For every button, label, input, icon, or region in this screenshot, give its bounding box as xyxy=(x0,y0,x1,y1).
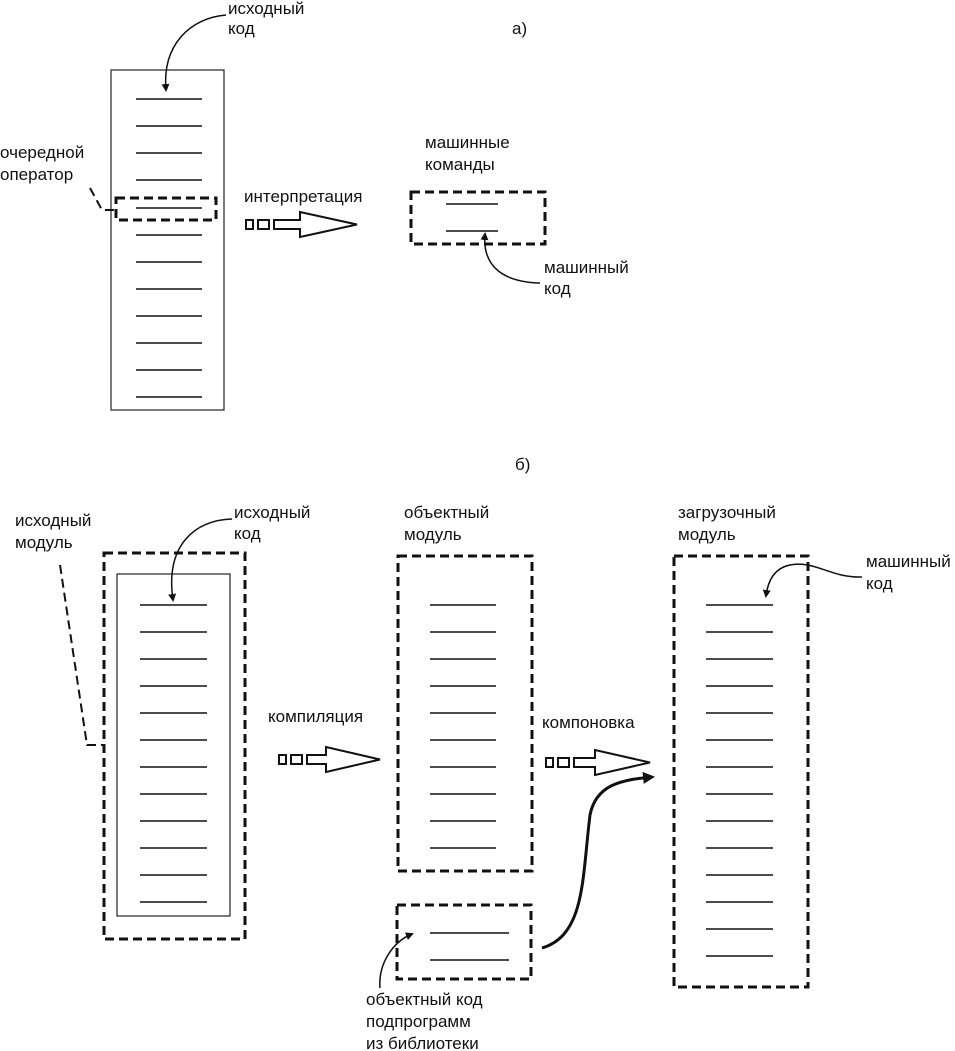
linking-arrow xyxy=(545,748,651,777)
source-module-leader xyxy=(59,564,104,746)
object-module-label-line1: объектный xyxy=(404,503,489,522)
part-b-marker: б) xyxy=(515,455,530,474)
machine-commands-label-line2: команды xyxy=(425,155,495,174)
compilation-label: компиляция xyxy=(268,707,363,726)
library-to-load-module-arrow xyxy=(541,771,655,950)
source-code-label-b-line2: код xyxy=(234,524,261,543)
compilation-arrow xyxy=(278,745,381,774)
source-code-pointer-a xyxy=(161,14,227,92)
machine-commands-box xyxy=(409,190,547,246)
machine-commands-label-line1: машинные xyxy=(425,133,510,152)
object-module-label-line2: модуль xyxy=(404,525,462,544)
current-statement-highlight xyxy=(114,196,218,222)
source-module-label-line1: исходный xyxy=(15,511,91,530)
load-module-label-line2: модуль xyxy=(678,525,736,544)
machine-code-pointer-a xyxy=(480,232,541,284)
library-label-line3: из библиотеки xyxy=(366,1034,479,1051)
linking-label: компоновка xyxy=(542,713,635,732)
machine-code-label-b-line1: машинный xyxy=(866,552,951,571)
load-module-box xyxy=(672,554,810,989)
current-statement-leader xyxy=(89,187,116,211)
library-label-line2: подпрограмм xyxy=(366,1012,471,1031)
source-code-label-b-line1: исходный xyxy=(234,503,310,522)
library-label-line1: объектный код xyxy=(366,990,483,1009)
source-module-box xyxy=(102,551,247,941)
object-module-lines xyxy=(430,604,496,849)
current-statement-label-line2: оператор xyxy=(0,165,73,184)
source-code-box-a xyxy=(110,69,225,411)
part-a-marker: а) xyxy=(512,19,527,38)
source-code-box-b xyxy=(116,573,231,917)
machine-code-label-a-line2: код xyxy=(544,279,571,298)
machine-code-label-a-line1: машинный xyxy=(544,258,629,277)
machine-code-label-b-line2: код xyxy=(866,574,893,593)
interpretation-arrow xyxy=(245,210,358,239)
source-code-label-a-line1: исходный xyxy=(228,0,304,18)
source-code-label-a-line2: код xyxy=(228,19,255,38)
library-object-code-box xyxy=(395,903,533,981)
machine-code-pointer-b xyxy=(762,563,863,598)
load-module-lines xyxy=(706,604,773,957)
interpretation-label: интерпретация xyxy=(244,187,362,206)
source-code-lines-a xyxy=(136,98,202,398)
load-module-label-line1: загрузочный xyxy=(678,503,776,522)
source-code-lines-b xyxy=(140,604,207,903)
library-code-pointer xyxy=(379,932,414,989)
current-statement-label-line1: очередной xyxy=(0,143,84,162)
source-module-label-line2: модуль xyxy=(15,533,73,552)
source-code-pointer-b xyxy=(168,518,233,602)
